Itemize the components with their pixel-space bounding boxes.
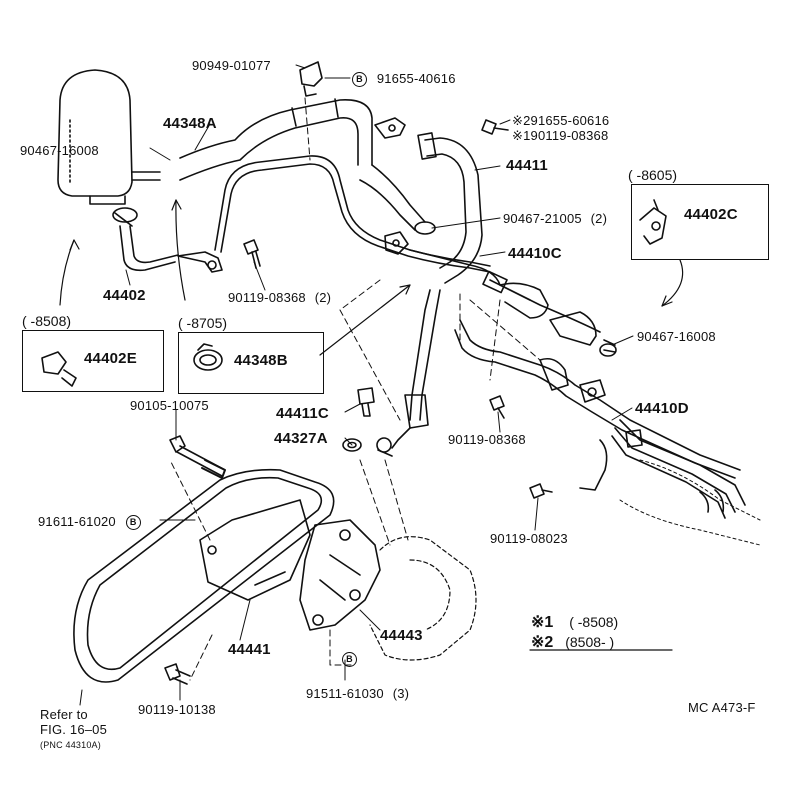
callout-90119-08368-mid-text: 90119-08368 — [228, 290, 306, 305]
badge-b-holder: B — [342, 651, 357, 668]
callout-90119-10138: 90119-10138 — [138, 702, 216, 717]
pressure-line-44410D — [454, 319, 741, 479]
callout-90119-08368-top: ※190119-08368 — [512, 128, 609, 143]
callout-90119-08368-right: 90119-08368 — [448, 432, 526, 447]
refer-line-3: (PNC 44310A) — [40, 740, 101, 750]
legend-range-1: ( -8508) — [569, 614, 619, 630]
bolt-90119-08368-top — [481, 119, 509, 135]
footer-code: MC A473-F — [688, 700, 756, 715]
inset-right-date: ( -8605) — [628, 167, 678, 183]
callout-90467-21005: 90467-21005 (2) — [503, 211, 607, 226]
callout-44411C: 44411C — [276, 405, 329, 422]
hose-bracket-upper — [359, 117, 426, 231]
legend-marker-2: ※2 — [531, 634, 554, 651]
callout-90105-10075: 90105-10075 — [130, 398, 209, 413]
legend-marker-1: ※1 — [531, 614, 554, 631]
inset-mid-part: 44348B — [234, 352, 288, 369]
frame-outline — [619, 459, 761, 546]
power-steering-pump — [369, 536, 477, 661]
drive-belt-44441 — [73, 468, 335, 683]
hose-bracket — [177, 251, 223, 273]
callout-44327A: 44327A — [274, 430, 328, 447]
callout-91655-40616-text: 91655-40616 — [376, 71, 456, 86]
callout-91611-61020: 91611-61020 B — [38, 514, 141, 531]
callout-90467-16008-right: 90467-16008 — [637, 329, 716, 344]
callout-44443: 44443 — [380, 627, 423, 644]
badge-b: B — [342, 652, 357, 668]
pump-hose-44411C — [391, 289, 441, 449]
pressure-hose-44411 — [417, 132, 483, 284]
callout-90467-21005-qty: (2) — [590, 211, 608, 226]
refer-line-1: Refer to — [40, 707, 88, 722]
suction-hose-44402 — [119, 225, 179, 272]
legend-row-1: ※1 ( -8508) — [531, 612, 618, 632]
bolt-90119-08023 — [529, 483, 553, 499]
union-bolt-44411C — [357, 387, 375, 417]
callout-44348A: 44348A — [163, 115, 217, 132]
cooler-tube-44410D — [579, 419, 746, 519]
callout-91655-60616: ※291655-60616 — [512, 113, 610, 128]
inset-part-44402E — [41, 351, 77, 387]
gasket-44327A — [342, 438, 362, 452]
belt-bracket — [199, 499, 311, 601]
callout-90467-16008-left: 90467-16008 — [20, 143, 99, 158]
badge-b: B — [125, 515, 141, 531]
callout-44411: 44411 — [506, 157, 548, 174]
fitting — [376, 437, 393, 457]
pressure-tube-44410C — [409, 249, 601, 333]
callout-44441: 44441 — [228, 641, 271, 658]
callout-90467-21005-text: 90467-21005 — [503, 211, 582, 226]
inset-mid-date: ( -8705) — [178, 315, 228, 331]
callout-91655-40616: B 91655-40616 — [352, 71, 456, 88]
bolt-90119-08368-right — [489, 395, 505, 419]
legend-row-2: ※2 (8508- ) — [531, 632, 614, 652]
hose-clamp-90467-16008 — [112, 207, 138, 227]
bracket-mid — [384, 231, 409, 255]
callout-91611-61020-text: 91611-61020 — [38, 514, 116, 529]
inset-right-part: 44402C — [684, 206, 738, 223]
inset-mid-box — [178, 332, 324, 394]
legend-range-2: (8508- ) — [565, 634, 615, 650]
clip-90949-01077 — [299, 61, 323, 97]
callout-91511-61030: 91511-61030 (3) — [306, 686, 409, 701]
bolt-90105-10075 — [169, 435, 226, 479]
leader-lines — [79, 64, 634, 706]
callout-90949-01077: 90949-01077 — [192, 58, 271, 73]
callout-91511-61030-qty: (3) — [392, 686, 410, 701]
callout-90119-08023: 90119-08023 — [490, 531, 568, 546]
inset-right-box — [631, 184, 769, 260]
callout-44410C: 44410C — [508, 245, 562, 262]
bolt-90119-10138 — [164, 663, 191, 685]
return-hose-44348A — [179, 98, 373, 181]
callout-91511-61030-text: 91511-61030 — [306, 686, 384, 701]
inset-part-44348B — [193, 343, 223, 371]
reservoir-tank — [57, 69, 161, 205]
inset-pointer-arrows — [59, 199, 684, 356]
inset-part-44402C — [639, 199, 667, 245]
callout-44402: 44402 — [103, 287, 146, 304]
inset-left-date: ( -8508) — [22, 313, 72, 329]
inset-left-part: 44402E — [84, 350, 137, 367]
bolt-90119-08368-mid — [243, 239, 261, 269]
cooler-hose-section — [499, 282, 617, 357]
callout-90119-08368-mid: 90119-08368 (2) — [228, 290, 331, 305]
inset-left-box — [22, 330, 164, 392]
callout-90119-08368-mid-qty: (2) — [314, 290, 332, 305]
callout-44410D: 44410D — [635, 400, 689, 417]
refer-line-2: FIG. 16–05 — [40, 722, 108, 737]
pump-bracket-44443 — [299, 519, 381, 631]
badge-b: B — [352, 72, 367, 88]
